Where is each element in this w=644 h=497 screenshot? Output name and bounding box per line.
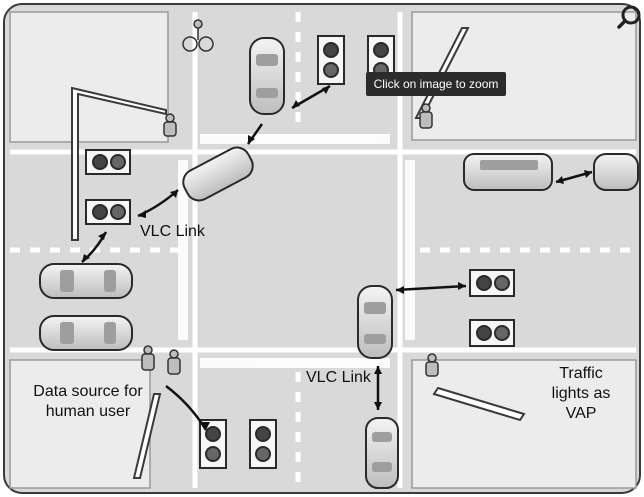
car-left-2 xyxy=(39,315,133,351)
pole-bottom-right xyxy=(432,386,526,422)
suv-right xyxy=(463,153,553,191)
traffic-light-bottom-2 xyxy=(249,419,277,469)
traffic-light-right-1 xyxy=(469,269,515,297)
car-bottom xyxy=(365,417,399,489)
crosswalks xyxy=(178,134,415,368)
cyclist-icon xyxy=(182,19,214,52)
pole-bottom-left xyxy=(132,393,162,479)
block-top-right xyxy=(411,11,637,141)
pole-top-left xyxy=(71,86,167,241)
traffic-light-top-1 xyxy=(317,35,345,85)
car-windows xyxy=(60,54,538,472)
traffic-light-left-2 xyxy=(85,199,131,225)
block-bottom-right xyxy=(411,359,637,489)
car-top xyxy=(249,37,285,115)
pedestrian-top-left xyxy=(163,113,177,137)
car-left-1 xyxy=(39,263,133,299)
arrow-center-light xyxy=(395,284,467,292)
arrow-heads xyxy=(82,86,592,430)
block-bottom-left xyxy=(9,359,151,489)
traffic-light-left-1 xyxy=(85,149,131,175)
traffic-lights-label: Traffic lights as VAP xyxy=(551,365,611,422)
car-turning xyxy=(182,146,254,202)
city-blocks xyxy=(9,11,637,489)
vlc-link-label-left: VLC Link xyxy=(140,223,205,240)
vlc-link-label-right: VLC Link xyxy=(306,369,371,386)
block-top-left xyxy=(9,11,169,143)
car-center xyxy=(357,285,393,359)
pedestrian-bottom-left-2 xyxy=(167,349,181,375)
arrow-human-light xyxy=(165,385,208,431)
pedestrian-top-right xyxy=(419,103,433,129)
magnifier-icon[interactable] xyxy=(614,2,644,32)
data-source-label: Data source for human user xyxy=(33,383,143,420)
car-right-edge xyxy=(593,153,639,191)
pedestrian-bottom-right xyxy=(425,353,439,377)
magnifier-icon-glyph xyxy=(617,5,641,29)
pedestrian-bottom-left-1 xyxy=(141,345,155,371)
pedestrians xyxy=(141,19,439,377)
traffic-light-right-2 xyxy=(469,319,515,347)
zoom-tooltip: Click on image to zoom xyxy=(366,72,506,96)
